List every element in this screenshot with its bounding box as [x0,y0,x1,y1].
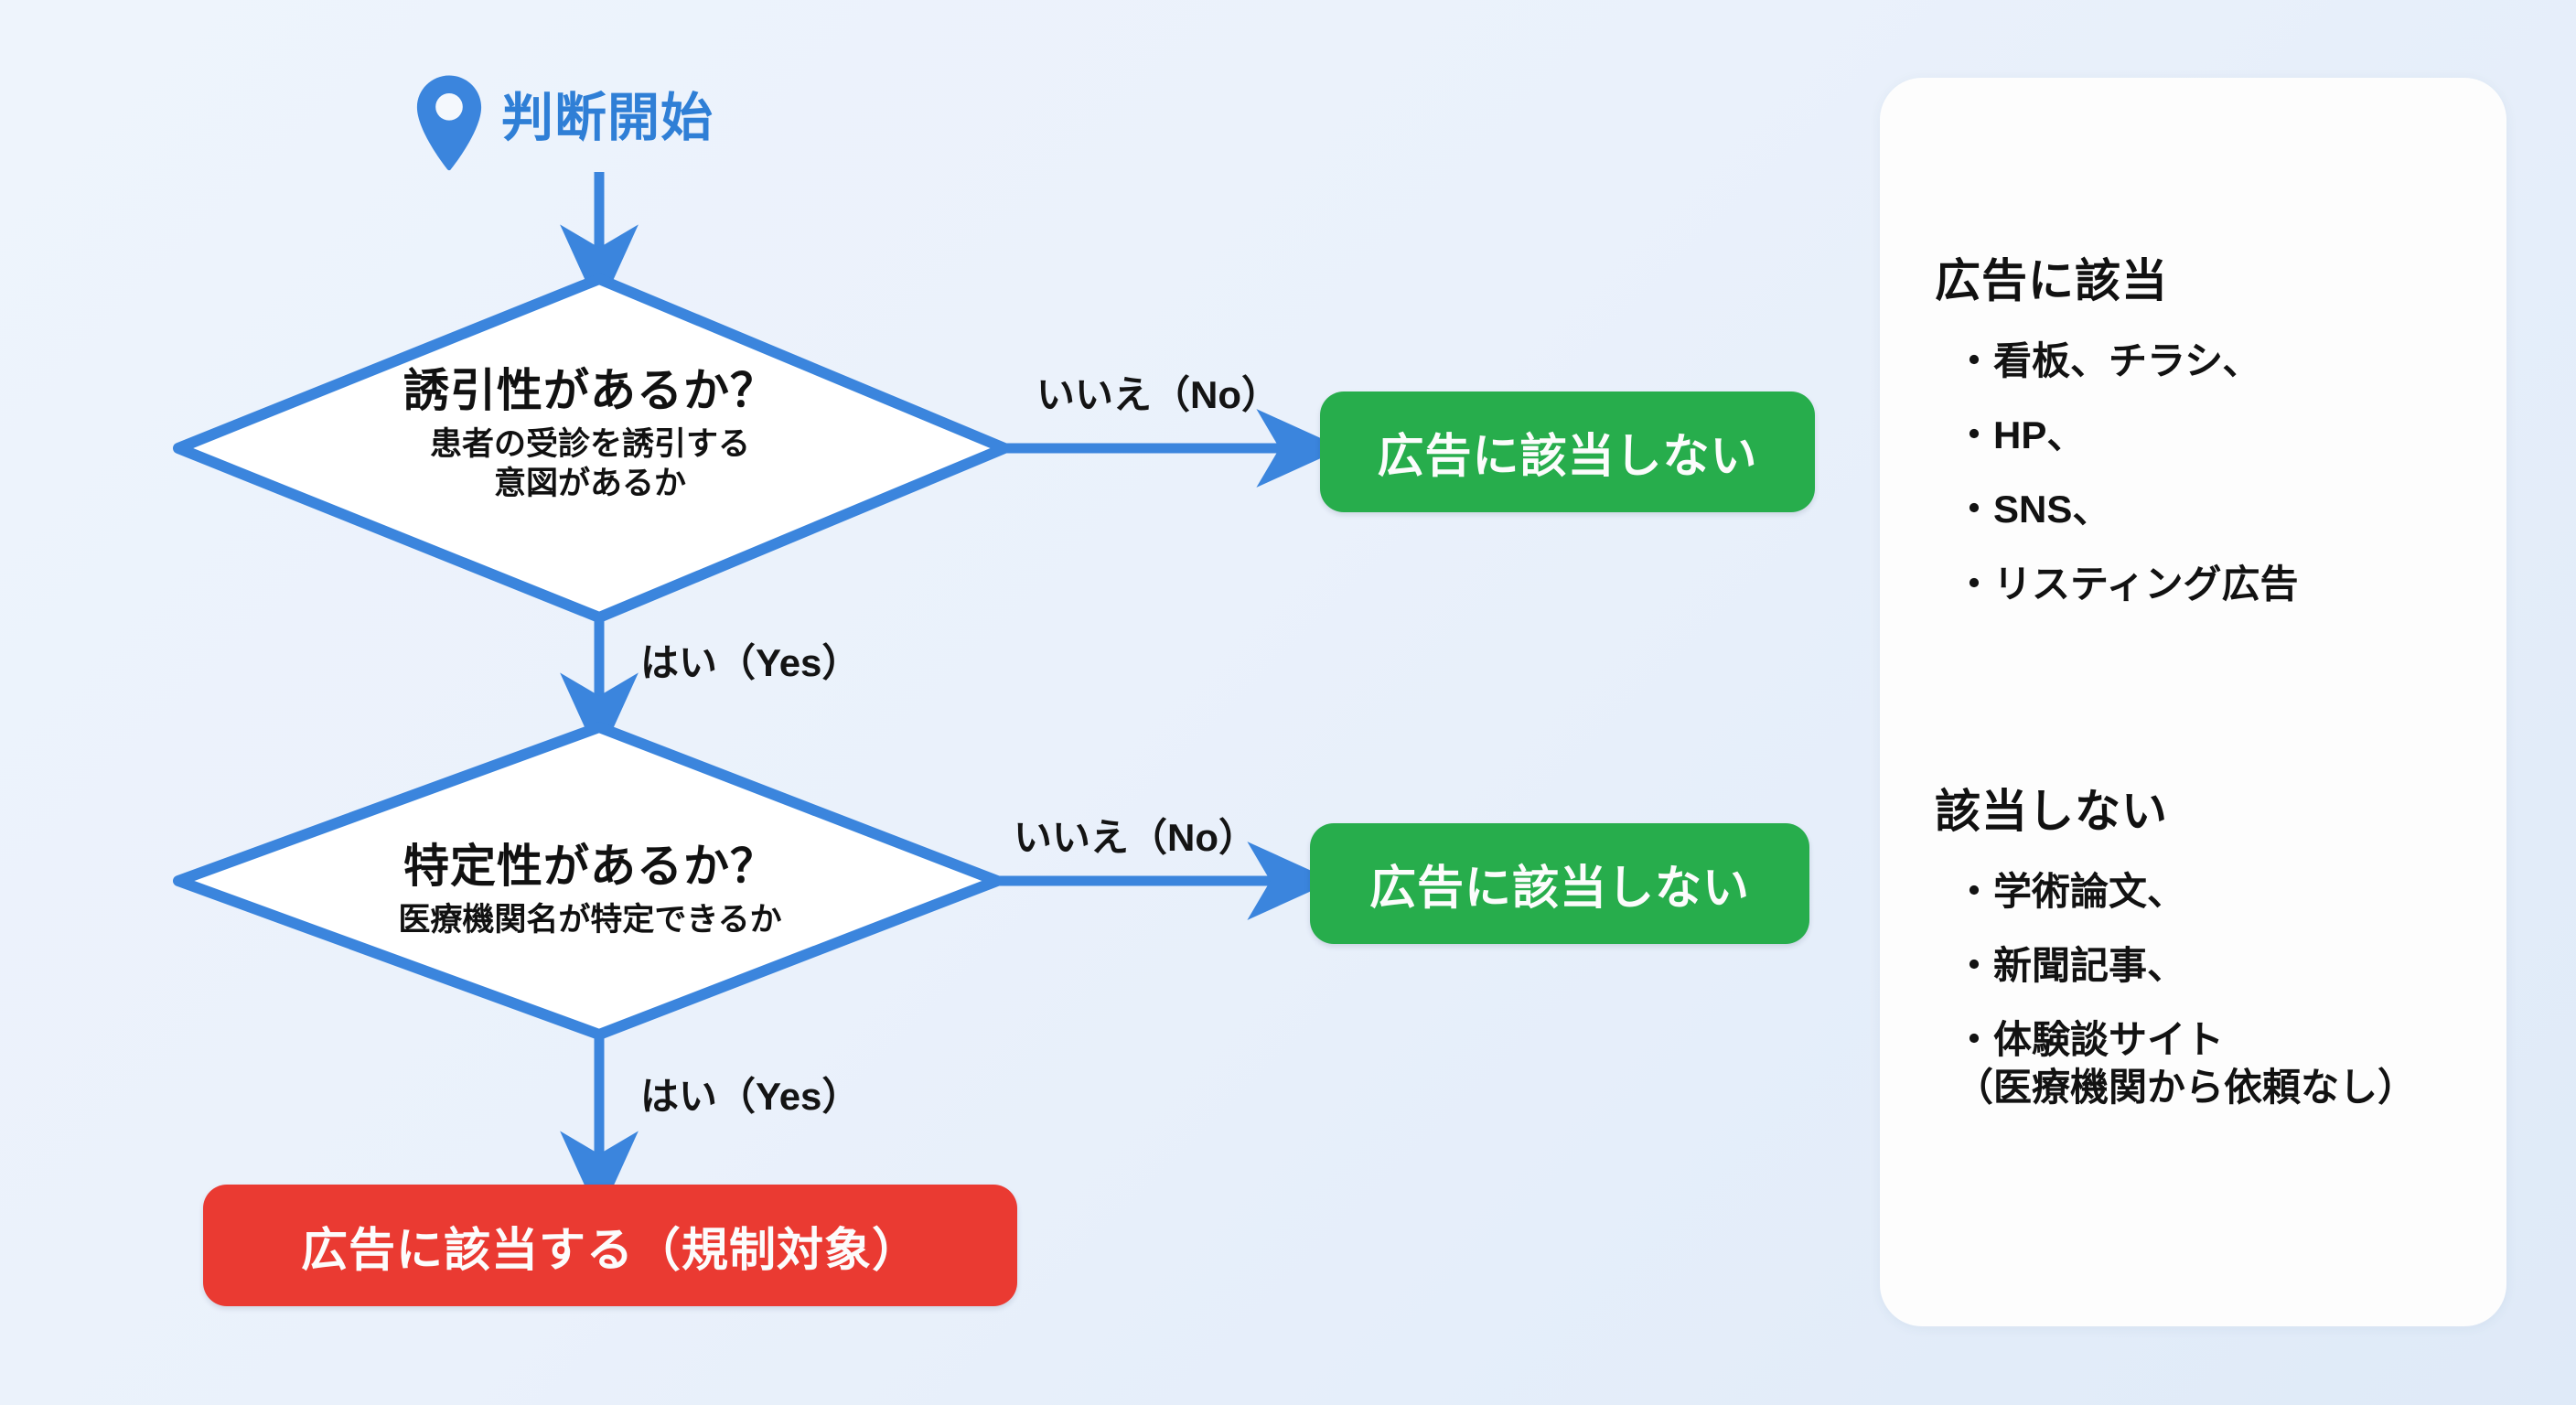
list-item: ・体験談サイト （医療機関から依頼なし） [1955,1018,2417,1109]
list-item: ・看板、チラシ、 [1955,339,2261,382]
edge-label-decision1-no: いいえ（No） [1036,373,1280,416]
list-item: ・HP、 [1955,413,2086,457]
decision2-subtitle-line1: 医療機関名が特定できるか [398,902,782,938]
start-node-label: 判断開始 [501,88,714,147]
decision2-title: 特定性があるか？ [403,841,777,892]
edge-label-decision1-yes: はい（Yes） [640,641,861,684]
panel-heading-advertising: 広告に該当 [1935,255,2168,306]
panel-section-not-advertising: 該当しない ・学術論文、 ・新聞記事、 ・体験談サイト （医療機関から依頼なし） [1880,787,2506,1138]
list-item: ・リスティング広告 [1955,562,2299,606]
list-item: ・SNS、 [1955,488,2111,531]
decision1-subtitle-line2: 意図があるか [493,466,686,502]
outcome-not-advertising-2: 広告に該当しない [1310,823,1809,944]
reference-panel: 広告に該当 ・看板、チラシ、 ・HP、 ・SNS、 ・リスティング広告 該当しな… [1880,78,2506,1326]
map-pin-icon [416,75,482,171]
outcome-not-advertising-1: 広告に該当しない [1320,391,1815,512]
edge-label-decision2-yes: はい（Yes） [640,1075,861,1118]
panel-list-not-advertising: ・学術論文、 ・新聞記事、 ・体験談サイト （医療機関から依頼なし） [1880,868,2506,1110]
list-item: ・新聞記事、 [1955,944,2186,988]
decision1-title: 誘引性があるか？ [403,365,777,416]
panel-list-advertising: ・看板、チラシ、 ・HP、 ・SNS、 ・リスティング広告 [1880,338,2506,607]
list-item: ・学術論文、 [1955,870,2186,913]
start-node: 判断開始 [413,71,714,174]
edge-label-decision2-no: いいえ（No） [1014,816,1257,859]
outcome-is-advertising: 広告に該当する（規制対象） [203,1185,1017,1306]
panel-heading-not-advertising: 該当しない [1935,786,2168,837]
decision1-text-block: 誘引性があるか？ 患者の受診を誘引する 意図があるか [270,364,910,503]
panel-section-advertising: 広告に該当 ・看板、チラシ、 ・HP、 ・SNS、 ・リスティング広告 [1880,256,2506,635]
decision1-subtitle-line1: 患者の受診を誘引する [429,426,750,462]
decision2-text-block: 特定性があるか？ 医療機関名が特定できるか [270,840,910,938]
